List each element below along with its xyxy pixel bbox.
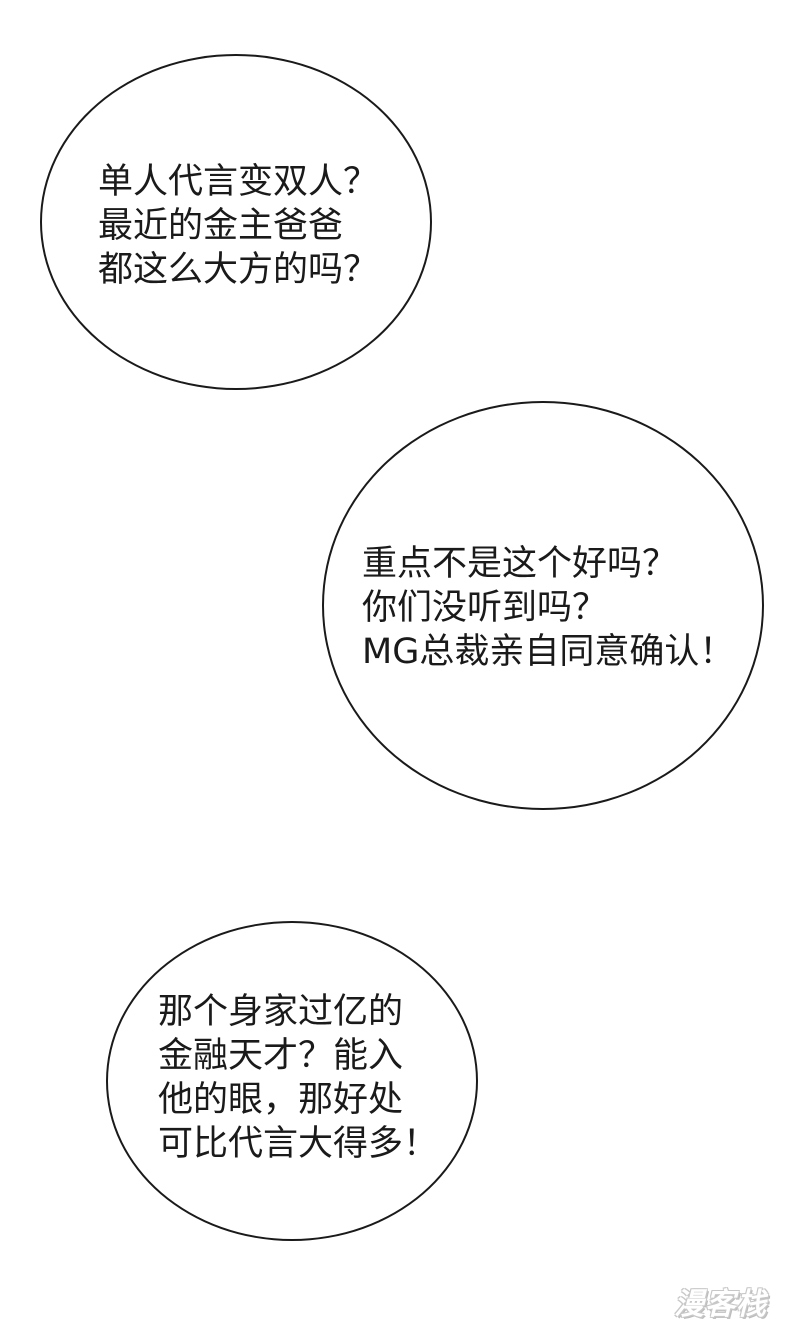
speech-line: 那个身家过亿的	[158, 992, 404, 1032]
speech-line: 可比代言大得多！	[158, 1124, 439, 1164]
speech-bubble-2-text: 重点不是这个好吗？ 你们没听到吗？ MG总裁亲自同意确认！	[362, 542, 734, 674]
speech-line: 他的眼，那好处	[158, 1080, 404, 1120]
speech-bubble-3-text: 那个身家过亿的 金融天才？能入 他的眼，那好处 可比代言大得多！	[158, 990, 438, 1166]
speech-line: 你们没听到吗？	[362, 588, 608, 628]
speech-line: 金融天才？能入	[158, 1036, 404, 1076]
watermark-text: 漫客栈	[674, 1287, 767, 1322]
speech-bubble-2	[322, 401, 764, 810]
speech-line: 最近的金主爸爸	[98, 206, 344, 246]
speech-bubble-3	[106, 921, 478, 1241]
speech-line: 都这么大方的吗？	[98, 250, 379, 290]
watermark-logo: 漫客栈	[668, 1283, 792, 1329]
speech-bubble-1	[40, 54, 432, 390]
speech-line: 重点不是这个好吗？	[362, 544, 678, 584]
speech-line: MG总裁亲自同意确认！	[362, 632, 735, 672]
speech-line: 单人代言变双人？	[98, 162, 379, 202]
speech-bubble-1-text: 单人代言变双人？ 最近的金主爸爸 都这么大方的吗？	[98, 160, 378, 292]
